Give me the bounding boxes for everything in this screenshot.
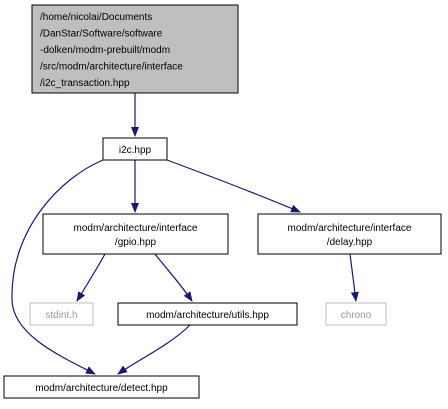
node-root-label-line: /i2c_transaction.hpp [40,78,130,89]
node-chrono-label-line: chrono [341,310,372,321]
edge-delay-to-chrono [349,253,359,302]
edge-i2c-to-delay [166,159,301,213]
node-utils-label-line: modm/architecture/utils.hpp [146,310,269,321]
edge-utils-to-detect [117,324,191,375]
node-utils[interactable]: modm/architecture/utils.hpp [117,302,298,326]
node-root-label-line: /DanStar/Software/software [40,29,163,40]
node-delay-label-line: /delay.hpp [327,237,373,248]
node-stdint[interactable]: stdint.h [29,302,94,326]
node-delay-label-line: modm/architecture/interface [288,223,412,234]
node-detect-box [3,375,200,399]
node-gpio-label-line: /gpio.hpp [115,237,157,248]
node-root-label-line: /src/modm/architecture/interface [40,62,183,73]
node-chrono[interactable]: chrono [325,302,387,326]
node-i2c[interactable]: i2c.hpp [102,137,168,161]
edge-gpio-to-stdint [76,253,106,302]
node-root: /home/nicolai/Documents/DanStar/Software… [31,4,239,94]
node-gpio-box [42,213,229,255]
node-root-box [31,4,239,94]
node-utils-box [117,302,298,326]
node-chrono-box [325,302,387,326]
node-detect[interactable]: modm/architecture/detect.hpp [3,375,200,399]
node-delay[interactable]: modm/architecture/interface/delay.hpp [257,213,442,255]
node-i2c-label-line: i2c.hpp [119,145,152,156]
node-stdint-label-line: stdint.h [45,310,77,321]
edge-i2c-to-detect [11,159,104,375]
edge-gpio-to-utils [154,253,193,302]
node-gpio[interactable]: modm/architecture/interface/gpio.hpp [42,213,229,255]
node-delay-box [257,213,442,255]
node-detect-label-line: modm/architecture/detect.hpp [35,383,168,394]
node-i2c-box [102,137,168,161]
node-stdint-box [29,302,94,326]
node-root-label-line: /home/nicolai/Documents [40,12,152,23]
node-root-label-line: -dolken/modm-prebuilt/modm [40,45,170,56]
node-gpio-label-line: modm/architecture/interface [74,223,198,234]
